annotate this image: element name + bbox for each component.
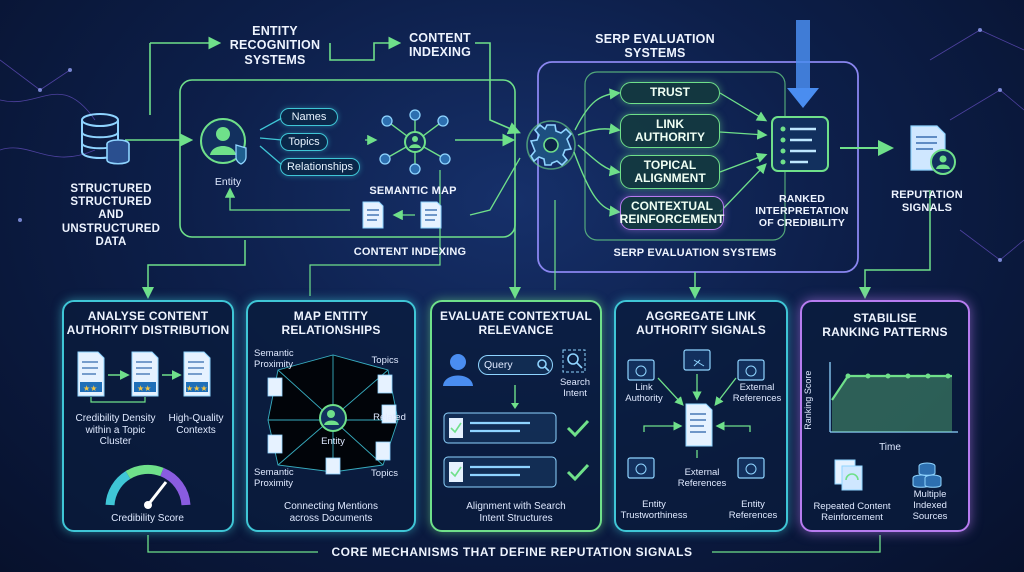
credibility-gauge-icon (105, 464, 191, 509)
semantic-map-label: SEMANTIC MAP (369, 185, 457, 197)
panel-aggregate-title: AGGREGATE LINK AUTHORITY SIGNALS (636, 309, 766, 337)
data-label: STRUCTURED STRUCTURED AND UNSTRUCTURED D… (61, 183, 161, 248)
external-references-top-label: External References (732, 382, 782, 404)
topics-top-label: Topics (371, 355, 399, 366)
results-list (443, 385, 590, 488)
indexed-sources-database-icon (912, 462, 942, 488)
credibility-score-label: Credibility Score (111, 513, 184, 524)
multiple-indexed-label: Multiple Indexed Sources (912, 489, 948, 522)
panel-evaluate-title: EVALUATE CONTEXTUAL RELEVANCE (439, 309, 593, 337)
entity-center-label: Entity (321, 436, 345, 447)
svg-text:★★★: ★★★ (186, 384, 208, 393)
topical-alignment-pill: TOPICAL ALIGNMENT (620, 155, 720, 189)
entity-label: Entity (214, 176, 242, 188)
ranking-score-chart (829, 362, 958, 433)
repeated-content-icon (834, 459, 863, 491)
query-search-box (478, 355, 553, 375)
ranking-score-axis-label: Ranking Score (802, 370, 813, 430)
contextual-reinforcement-pill: CONTEXTUAL REINFORCEMENT (620, 196, 724, 230)
rated-documents-icons: ★★★★★★★ (77, 351, 211, 403)
relationships-pill: Relationships (280, 158, 360, 176)
svg-text:★★: ★★ (137, 384, 151, 393)
search-intent-icon (562, 349, 586, 373)
database-icon (81, 113, 130, 165)
semantic-proximity-top-label: Semantic Proximity (254, 348, 294, 370)
credibility-density-label: Credibility Density within a Topic Clust… (75, 413, 156, 447)
external-references-mid-label: External References (677, 467, 727, 489)
reputation-document-icon (910, 125, 956, 175)
topics-pill: Topics (280, 133, 328, 151)
names-pill: Names (280, 108, 338, 126)
alignment-label: Alignment with Search Intent Structures (466, 501, 566, 524)
related-label: Related (373, 412, 406, 423)
repeated-content-label: Repeated Content Reinforcement (813, 501, 891, 523)
entity-references-label: Entity References (728, 499, 778, 521)
semantic-proximity-bottom-label: Semantic Proximity (254, 467, 294, 489)
search-icon (537, 359, 550, 372)
panel-analyse-content (62, 300, 234, 532)
connecting-mentions-label: Connecting Mentions across Documents (284, 501, 378, 524)
query-label: Query (484, 359, 513, 371)
high-quality-contexts-label: High-Quality Contexts (168, 413, 224, 436)
document-icons (362, 201, 442, 229)
serp-evaluation-bottom-label: SERP EVALUATION SYSTEMS (613, 247, 777, 259)
content-indexing-bottom-label: CONTENT INDEXING (353, 246, 467, 258)
gear-icon (526, 120, 576, 170)
svg-text:★★: ★★ (83, 384, 97, 393)
core-mechanisms-footer: CORE MECHANISMS THAT DEFINE REPUTATION S… (331, 545, 693, 559)
link-authority-network (627, 349, 765, 479)
panel-map-title: MAP ENTITY RELATIONSHIPS (281, 309, 381, 337)
search-intent-label: Search Intent (559, 377, 591, 399)
entity-recognition-title: ENTITY RECOGNITION SYSTEMS (229, 24, 321, 67)
entity-person-icon (200, 118, 247, 165)
link-authority-pill: LINK AUTHORITY (620, 114, 720, 148)
time-axis-label: Time (879, 442, 901, 453)
semantic-map-network-icon (379, 109, 451, 175)
panel-analyse-title: ANALYSE CONTENT AUTHORITY DISTRIBUTION (66, 309, 230, 337)
topics-bottom-label: Topics (371, 468, 398, 479)
entity-trustworthiness-label: Entity Trustworthiness (620, 499, 688, 521)
reputation-signals-label: REPUTATION SIGNALS (891, 189, 963, 214)
serp-evaluation-top-title: SERP EVALUATION SYSTEMS (595, 32, 715, 61)
link-authority-label: Link Authority (625, 382, 663, 404)
panel-stabilise-ranking (800, 300, 970, 532)
ranked-list-icon (771, 116, 829, 172)
entity-relationship-network (267, 354, 399, 475)
content-indexing-top-title: CONTENT INDEXING (408, 31, 472, 60)
user-icon (443, 354, 473, 386)
ranked-interpretation-label: RANKED INTERPRETATION OF CREDIBILITY (755, 193, 849, 230)
panel-stabilise-title: STABILISE RANKING PATTERNS (822, 311, 948, 339)
trust-pill: TRUST (620, 82, 720, 104)
